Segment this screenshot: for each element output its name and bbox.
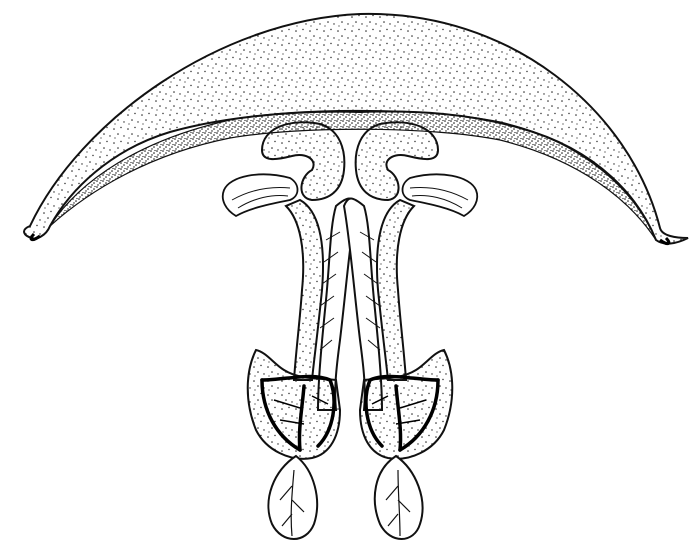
frill-right: [403, 174, 478, 216]
leaf-left: [268, 456, 317, 539]
oral-arm-left: [286, 200, 323, 380]
oral-arm-right: [377, 200, 414, 380]
frill-left: [223, 174, 298, 216]
